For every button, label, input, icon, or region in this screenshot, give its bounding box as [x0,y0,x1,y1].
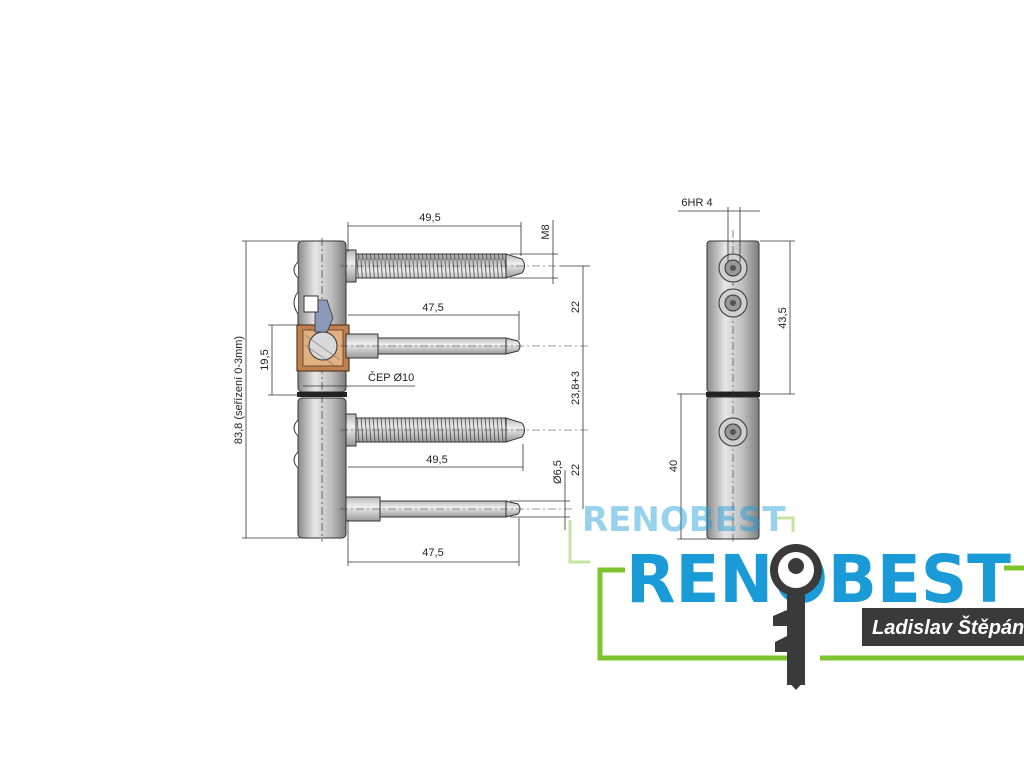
top-smooth-pin [340,333,590,359]
owner-name: Ladislav Štěpán [872,615,1024,639]
dim-thread-m8: M8 [540,224,552,239]
dim-overall-height: 83,8 (seřízení 0-3mm) [233,336,245,444]
side-dimension-lines [677,207,795,540]
hinge-body-lower [293,395,351,542]
top-threaded-screw [340,249,560,283]
dim-bottom-pin-diameter: Ø6,5 [552,460,564,484]
dim-side-lower: 40 [668,460,680,472]
renobest-watermark: RENOBEST RENOBEST Ladislav Štěpán [568,500,1024,690]
dim-spacing-middle: 23,8+3 [570,371,582,405]
dim-side-upper: 43,5 [777,307,789,328]
side-view: 6HR 4 43,5 40 [668,197,795,545]
bottom-smooth-pin [340,496,575,522]
brand-small: RENOBEST [582,500,786,540]
pin-cutaway [296,295,350,372]
hex-socket-1 [718,253,748,283]
dim-top-pin-length: 47,5 [422,302,443,314]
bottom-threaded-screw [340,413,590,447]
watermark-frame-left [597,567,800,661]
dim-spacing-lower: 22 [570,464,582,476]
front-view: 49,5 M8 47,5 22 19,5 ČEP Ø10 23,8+3 83,8… [233,212,590,566]
hinge-gap [297,392,347,397]
hex-socket-3 [718,417,748,447]
watermark-small-logo: RENOBEST [568,500,795,564]
front-dimension-lines [242,220,590,566]
dim-bottom-pin-length: 47,5 [422,547,443,559]
dim-bottom-screw-length: 49,5 [426,454,447,466]
key-icon [770,544,822,690]
dim-pin-diameter: ČEP Ø10 [368,371,414,384]
dim-hex-size: 6HR 4 [681,197,712,209]
dim-pin-offset: 19,5 [259,349,271,370]
owner-name-plate [862,608,1024,646]
dim-top-screw-length: 49,5 [419,212,440,224]
hex-socket-2 [718,288,748,318]
dim-spacing-upper: 22 [570,301,582,313]
